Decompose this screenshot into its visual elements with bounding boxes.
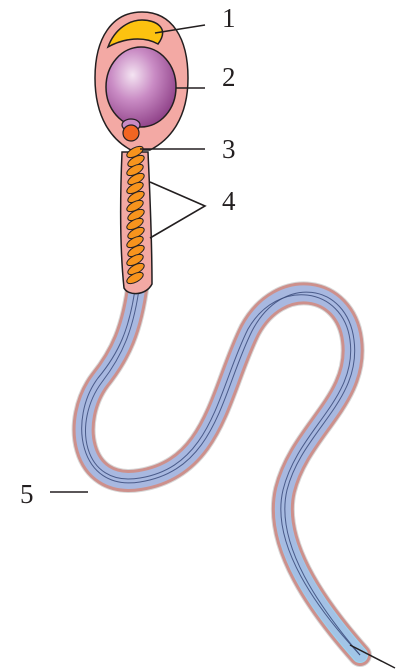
distal-centriole [123,125,139,141]
label-1: 1 [222,3,236,33]
tail-body-fill [84,282,360,655]
label-5: 5 [20,479,34,509]
leader-line-4 [150,182,205,238]
label-2: 2 [222,62,236,92]
label-3: 3 [222,134,236,164]
label-4: 4 [222,186,236,216]
nucleus [106,47,176,127]
tail [82,282,395,668]
